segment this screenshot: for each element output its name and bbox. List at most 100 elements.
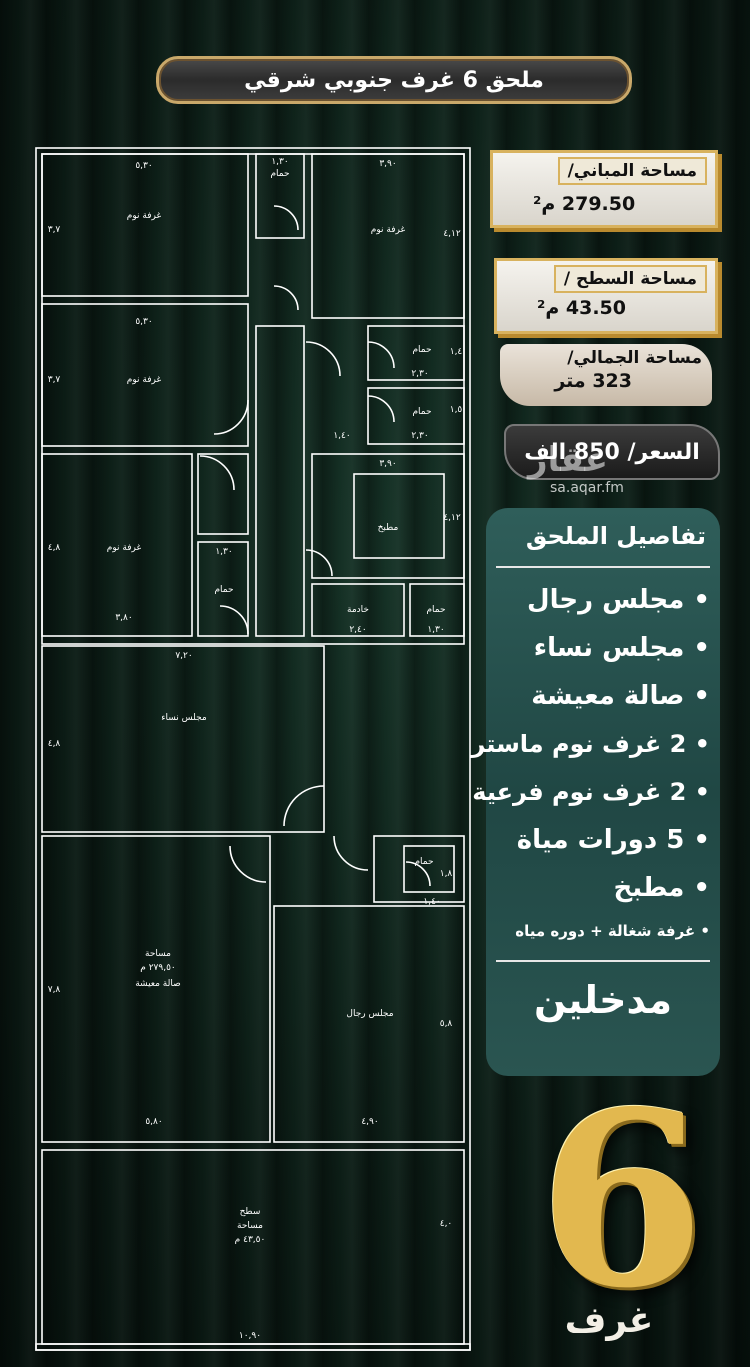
watermark-url: sa.aqar.fm [550,480,624,496]
men-bath-inner [403,845,455,893]
total-area-value: 323 متر [554,370,632,392]
closet-walls [197,453,249,535]
door-arc-4 [305,341,341,377]
dim-2: ٣,٩٠ [379,159,396,169]
label-living-area: مساحة [145,949,171,959]
list-item: • مطبخ [613,873,710,903]
details-card: تفاصيل الملحق • مجلس رجال • مجلس نساء • … [471,508,720,1076]
dim-10: ٢,٣٠ [411,431,428,441]
building-area-label: مساحة المباني/ [557,157,707,185]
dim-5: ٥,٣٠ [135,317,152,327]
dim-6: ٣,٧ [48,375,61,385]
list-item: • مجلس نساء [533,633,710,663]
dim-8: ٢,٣٠ [411,369,428,379]
door-arc-8 [305,549,333,577]
dim-18: ٧,٨ [48,985,61,995]
floor-plan: غرفة نوم غرفة نوم غرفة نوم غرفة نوم حمام… [34,146,474,1354]
label-bath2: حمام [412,345,431,355]
dim-13: ١,٣٠ [215,547,232,557]
dim-16: ٧,٢٠ [175,651,192,661]
door-arc-1 [273,205,299,231]
door-arc-9 [219,605,249,635]
label-bed3: غرفة نوم [107,543,142,553]
dim-24: ٤,٠ [440,1219,453,1229]
kitchen-walls [311,453,465,579]
door-arc-11 [229,845,267,883]
label-roof-area-val: ٤٣,٥٠ م [235,1235,266,1245]
men-bath-walls [373,835,465,903]
dim-28: ١,٥ [450,405,463,415]
door-arc-5 [367,341,395,369]
door-arc-7 [199,455,235,491]
details-list: • مجلس رجال • مجلس نساء • صالة معيشة • 2… [471,576,710,950]
dim-26: ٤,١٢ [443,513,461,523]
entrances-label: مدخلين [533,978,673,1022]
dim-4: ٣,٧ [48,225,61,235]
dim-9: ١,٤٠ [333,431,350,441]
roof-area-label: مساحة السطح / [553,265,707,293]
watermark-logo: عقار [528,440,609,480]
roof-area-value: 43.50 م² [537,297,626,319]
bedroom-3-walls [41,453,193,637]
label-bath3: حمام [412,407,431,417]
label-living-area-val: ٢٧٩,٥٠ م [140,963,175,973]
bedroom-4-walls [311,153,465,319]
list-item: • 2 غرف نوم ماستر [471,730,710,758]
details-heading: تفاصيل الملحق [525,522,706,550]
door-arc-12 [333,835,369,871]
maid-bath-walls [409,583,465,637]
dim-17: ٤,٨ [48,739,61,749]
label-kitchen: مطبخ [378,523,399,533]
bath-right-1-walls [367,325,465,381]
list-item: • غرفة شغالة + دوره مياه [515,922,710,940]
label-bath1: حمام [270,169,289,179]
door-arc-6 [367,395,395,423]
door-arc-13 [405,861,431,887]
label-bed2: غرفة نوم [127,375,162,385]
label-bath6: حمام [414,857,433,867]
door-arc-10 [283,785,325,827]
outer-frame [35,147,471,1351]
corridor [255,325,305,637]
dim-20: ٤,٩٠ [361,1117,378,1127]
list-item: • مجلس رجال [527,585,710,615]
kitchen-counter [353,473,445,559]
bath-top-walls [255,153,305,239]
dim-11: ٤,٨ [48,543,61,553]
maid-room-walls [311,583,405,637]
roof-area-box: مساحة السطح / 43.50 م² [494,258,718,334]
dim-3: ١,٣٠ [271,157,288,167]
total-area-label: مساحة الجمالي/ [567,348,702,368]
label-roof: سطح [240,1207,261,1217]
page-title: ملحق 6 غرف جنوبي شرقي [156,56,632,104]
label-maid: خادمة [347,605,369,615]
bedroom-2-walls [41,303,249,447]
label-women-majlis: مجلس نساء [161,713,207,723]
dim-12: ٣,٨٠ [115,613,132,623]
floor-plan-drawing: غرفة نوم غرفة نوم غرفة نوم غرفة نوم حمام… [35,147,471,1351]
dim-25: ٤,١٢ [443,229,461,239]
label-roof-area: مساحة [237,1221,263,1231]
list-item: • 2 غرف نوم فرعية [472,778,710,806]
label-living: صالة معيشة [135,979,181,989]
total-area-box: مساحة الجمالي/ 323 متر [500,344,712,406]
dim-15: ١,٣٠ [427,625,444,635]
building-area-value: 279.50 م² [533,193,636,215]
men-majlis-walls [273,905,465,1143]
label-bed1: غرفة نوم [127,211,162,221]
label-bed4: غرفة نوم [371,225,406,235]
dim-1: ٥,٣٠ [135,161,152,171]
list-item: • 5 دورات مياة [516,825,710,855]
rooms-count-number: 6 [538,1059,705,1341]
dim-21: ٥,٨ [440,1019,453,1029]
bath-left-walls [197,541,249,637]
rooms-count-word: غرف [564,1300,654,1341]
dim-22: ١,٤٠ [423,897,440,907]
dim-7: ٣,٩٠ [379,459,396,469]
dim-27: ١,٨ [440,869,453,879]
roof-walls [41,1149,465,1345]
dim-19: ٥,٨٠ [145,1117,162,1127]
women-majlis-walls [41,645,325,833]
dim-14: ٢,٤٠ [349,625,366,635]
details-separator-top [496,566,710,568]
